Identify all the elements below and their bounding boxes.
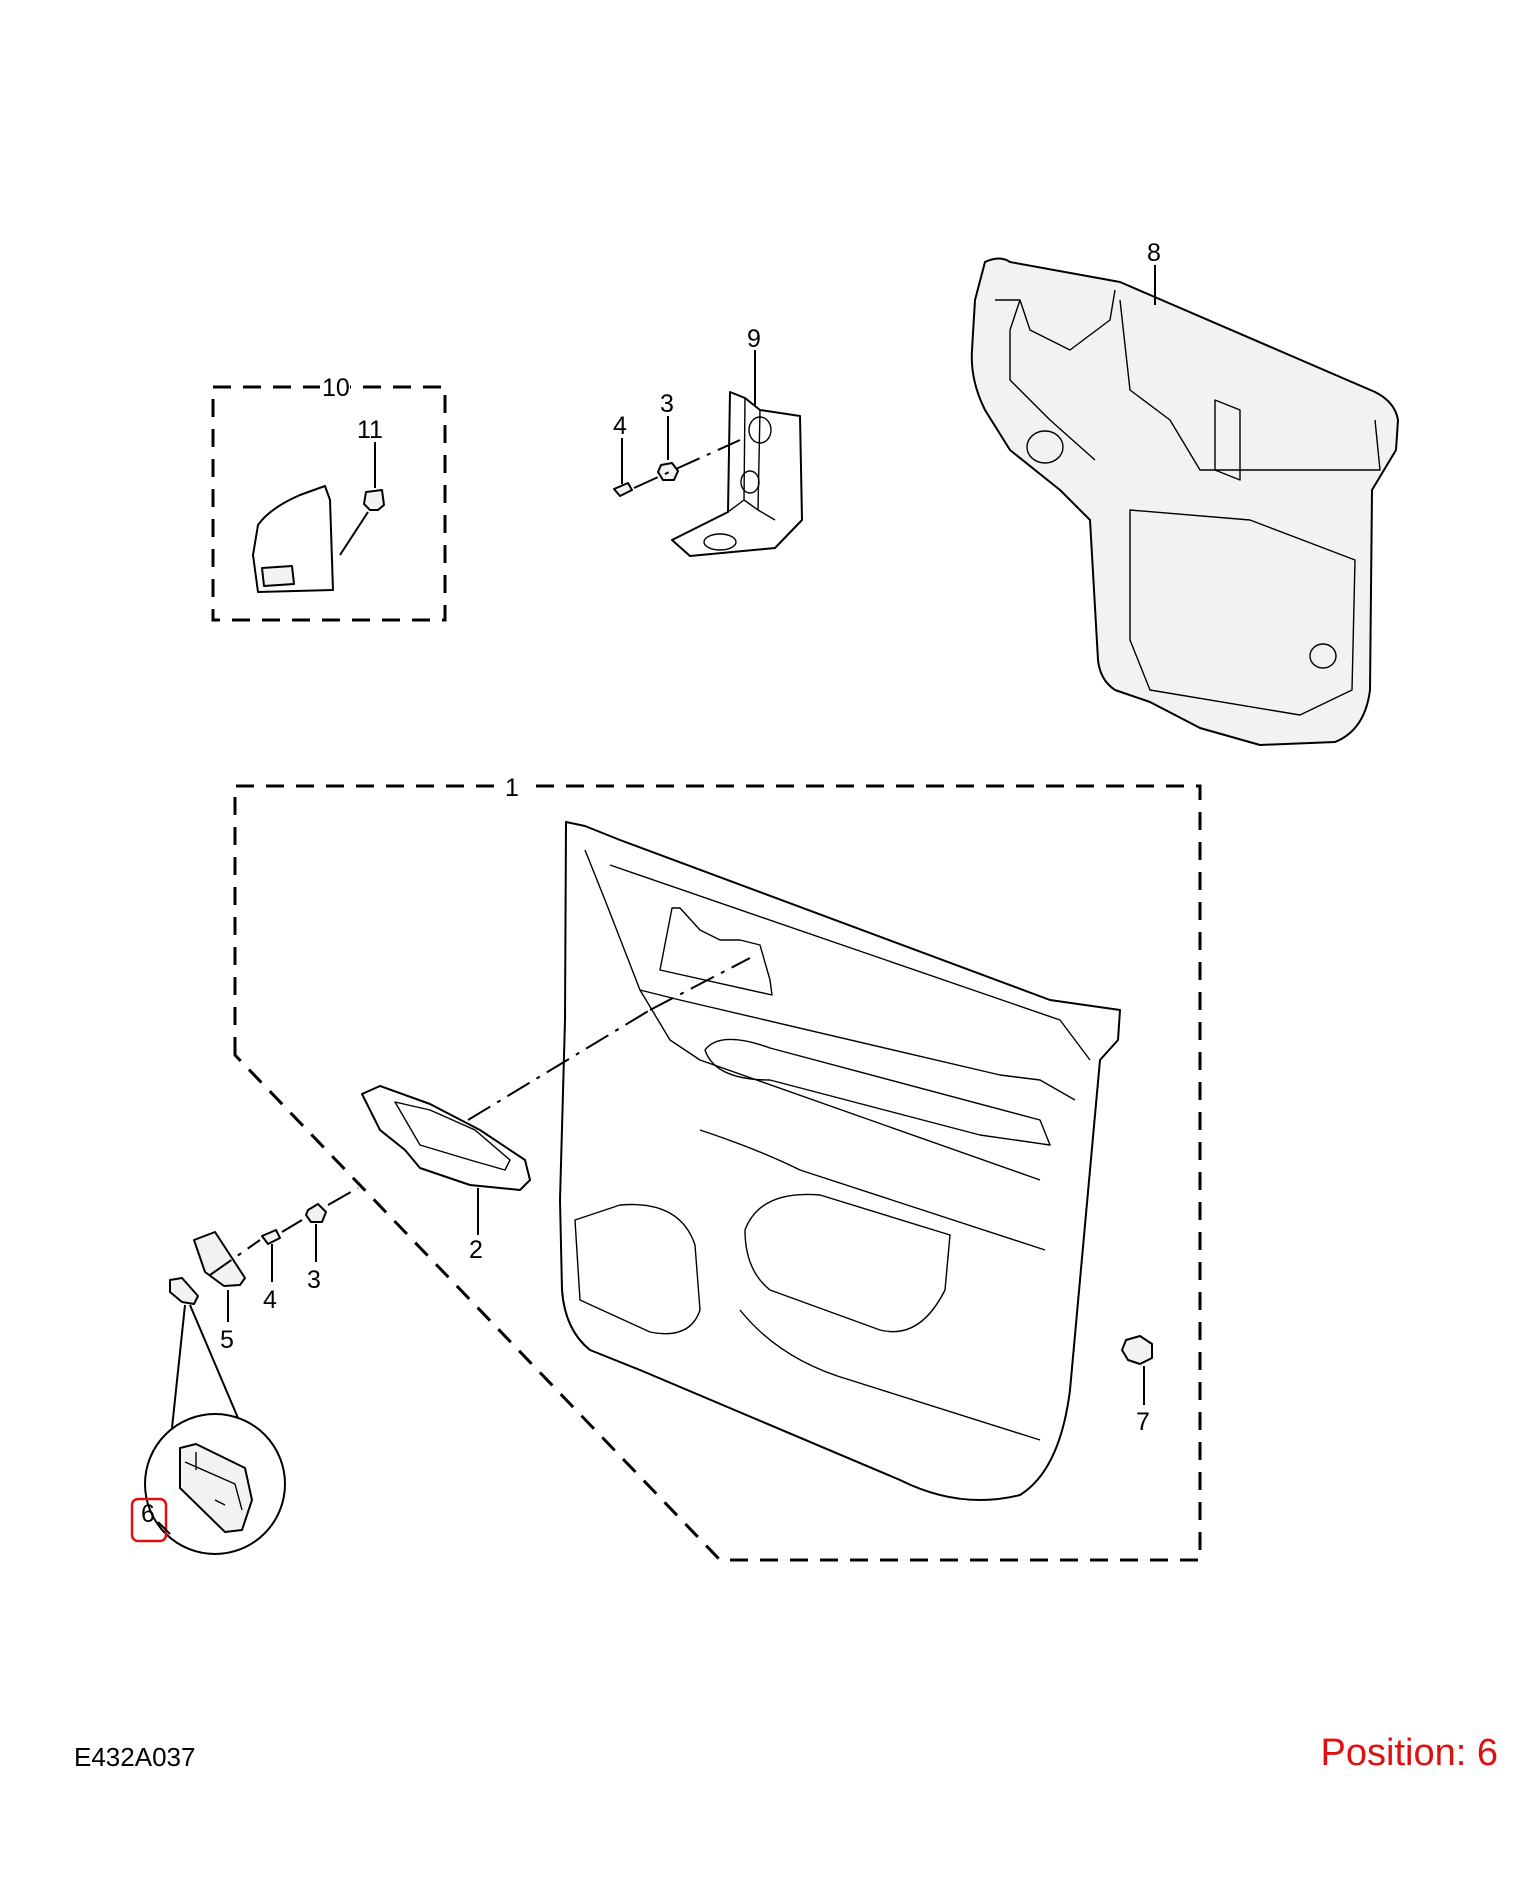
part-5-cover-plate[interactable]: [193, 1231, 246, 1287]
part-8-hole-right: [1309, 643, 1337, 669]
label-knockout-1: [500, 770, 530, 800]
part-10-dashed-box: [211, 385, 447, 622]
callout-8[interactable]: 8: [1147, 239, 1161, 267]
part-9-hole-base: [703, 533, 737, 551]
callout-3-upper[interactable]: 3: [660, 390, 674, 418]
part-1-speaker-pocket: [574, 1203, 701, 1335]
label-knockout: [320, 370, 350, 400]
part-9-group[interactable]: 9 3 4: [613, 325, 803, 557]
part-6-window-switch[interactable]: [179, 1443, 253, 1533]
highlight-ring-6: [130, 1497, 168, 1543]
part-1-pull-cup: [704, 1038, 1051, 1146]
callout-3-lower[interactable]: 3: [307, 1266, 321, 1294]
part-11-clip[interactable]: [363, 489, 385, 511]
part-4-screw-upper[interactable]: [613, 482, 633, 497]
leader-11-to-10: [339, 511, 369, 556]
part-3-nut-upper[interactable]: [657, 462, 679, 481]
part-1-armrest-contour: [609, 864, 1091, 1101]
callout-4-upper[interactable]: 4: [613, 412, 627, 440]
part-6-switch-small[interactable]: [169, 1277, 199, 1305]
drawing-code: E432A037: [74, 1742, 196, 1772]
part-10-tab: [261, 565, 295, 587]
part-8-contours: [995, 289, 1381, 471]
part-8-hole-left: [1026, 430, 1064, 464]
leader-6: [157, 1521, 171, 1535]
part-8-bracket-window: [1214, 399, 1241, 481]
callout-5[interactable]: 5: [220, 1326, 234, 1354]
part-2-inner-handle[interactable]: [361, 1085, 531, 1191]
part-1-map-pocket: [744, 1193, 951, 1333]
part-8-group[interactable]: 8: [970, 239, 1399, 746]
position-label: Position: 6: [1320, 1732, 1498, 1774]
callout-4-lower[interactable]: 4: [263, 1286, 277, 1314]
part-10-group[interactable]: 10 11: [211, 370, 447, 622]
part-3-nut-lower[interactable]: [305, 1203, 327, 1223]
callout-1[interactable]: 1: [505, 774, 519, 802]
callout-11[interactable]: 11: [357, 416, 383, 444]
part-9-hole-mid: [740, 470, 760, 494]
part-1-handle-recess: [659, 907, 773, 996]
assembly-line-9: [633, 439, 741, 489]
part-9-bracket[interactable]: [671, 391, 803, 557]
leader-6-detail-right: [189, 1304, 239, 1419]
assembly-line-5: [209, 1239, 261, 1276]
part-6-switch-details: [184, 1452, 243, 1511]
callout-2[interactable]: 2: [469, 1236, 483, 1264]
part-1-group[interactable]: 1 2 3 4 5: [130, 770, 1202, 1562]
part-8-lower-panel: [1129, 509, 1356, 716]
leader-6-detail-left: [171, 1304, 186, 1429]
assembly-line-2b: [649, 957, 751, 1011]
assembly-line-3: [327, 1187, 359, 1206]
callout-6[interactable]: 6: [141, 1500, 155, 1528]
part-2-handle-lever: [394, 1101, 511, 1171]
callout-7[interactable]: 7: [1136, 1408, 1150, 1436]
callout-10[interactable]: 10: [322, 374, 350, 402]
part-8-water-shield[interactable]: [970, 257, 1399, 746]
assembly-line-4: [281, 1219, 303, 1233]
part-1-lower-contours: [699, 1129, 1046, 1441]
part-10-cover[interactable]: [252, 485, 334, 593]
part-9-hole-upper: [748, 416, 772, 444]
part-4-screw-lower[interactable]: [261, 1229, 281, 1245]
callout-9[interactable]: 9: [747, 325, 761, 353]
part-1-door-trim-panel[interactable]: [559, 821, 1121, 1501]
part-7-clip[interactable]: [1121, 1335, 1153, 1365]
part-9-fold-lines: [727, 397, 776, 521]
part-1-dashed-outline: [233, 784, 1202, 1562]
assembly-line-2: [467, 1009, 651, 1121]
